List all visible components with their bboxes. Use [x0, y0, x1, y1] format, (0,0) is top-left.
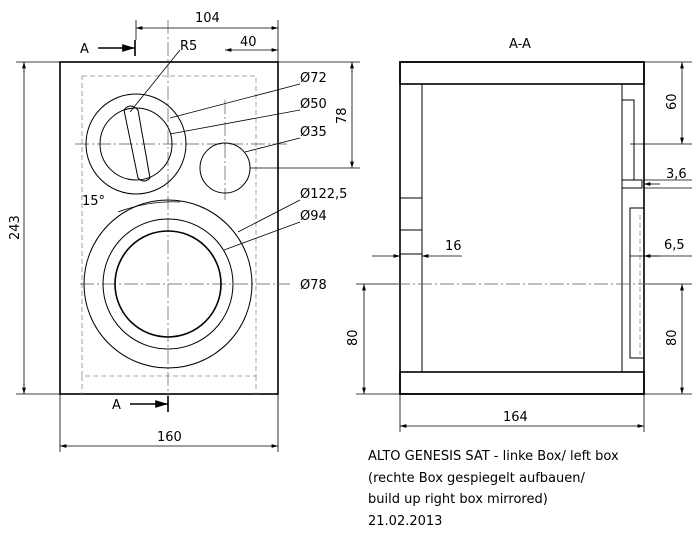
section-cavity	[421, 83, 623, 373]
title-notes: ALTO GENESIS SAT - linke Box/ left box (…	[368, 446, 698, 532]
woofer-outer-circle	[83, 199, 253, 369]
dim-d72: Ø72	[300, 71, 327, 86]
dim-80-left: 80	[346, 329, 361, 346]
woofer-inner-circle	[114, 230, 222, 338]
front-outline	[59, 61, 279, 395]
dim-104: 104	[195, 11, 220, 26]
section-marker-bottom: A	[112, 398, 121, 413]
dim-164: 164	[503, 410, 528, 425]
tweeter-outer-circle	[85, 93, 187, 195]
dim-78: 78	[335, 107, 350, 124]
note-line-4: 21.02.2013	[368, 513, 443, 529]
woofer-mid-circle	[102, 218, 234, 350]
note-line-1: ALTO GENESIS SAT - linke Box/ left box	[368, 449, 619, 464]
dim-d94: Ø94	[300, 209, 327, 224]
section-title: A-A	[509, 37, 531, 52]
dim-160: 160	[157, 430, 182, 445]
dim-d122: Ø122,5	[300, 187, 347, 202]
dim-16: 16	[445, 239, 462, 254]
dim-6-5: 6,5	[664, 238, 685, 253]
r5-slot	[123, 105, 151, 182]
section-view: A-A 164 16 80 60	[346, 37, 692, 432]
dim-80-right: 80	[665, 329, 680, 346]
front-view: A A 104 40 78 R5 Ø72 Ø50 Ø35 15° Ø122,5 …	[8, 11, 360, 452]
dim-r5: R5	[180, 39, 197, 54]
dim-243: 243	[8, 215, 23, 240]
dim-40: 40	[240, 35, 257, 50]
dim-angle: 15°	[82, 194, 105, 209]
front-hidden-inner	[81, 75, 257, 377]
note-line-2: (rechte Box gespiegelt aufbauen/	[368, 470, 585, 486]
section-marker-top: A	[80, 42, 89, 57]
dim-d78: Ø78	[300, 278, 327, 293]
note-line-3: build up right box mirrored)	[368, 492, 548, 507]
section-outline	[399, 61, 645, 395]
dim-3-6: 3,6	[666, 167, 687, 182]
dim-60: 60	[665, 93, 680, 110]
dim-d35: Ø35	[300, 125, 327, 140]
dim-d50: Ø50	[300, 97, 327, 112]
